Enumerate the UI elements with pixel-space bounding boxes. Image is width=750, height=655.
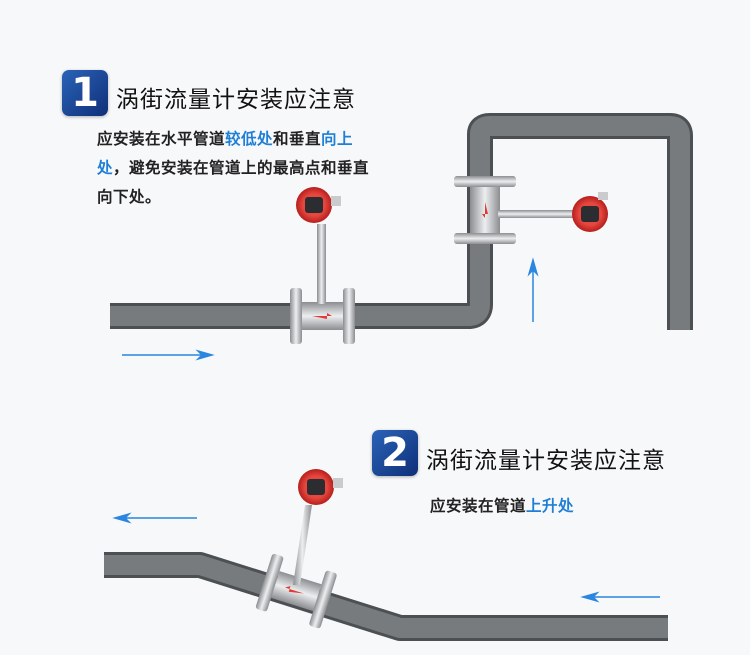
highlight-lower-point: 较低处 xyxy=(225,130,274,148)
flow-arrow-right xyxy=(122,349,215,361)
section-2-number-badge: 2 xyxy=(372,430,418,476)
text: ，避免安装在管道上的最高点和垂直向下处。 xyxy=(97,159,370,206)
flow-arrow-left-bottom xyxy=(580,591,660,603)
flowmeter-horizontal xyxy=(290,187,355,344)
flowmeter-vertical xyxy=(454,176,608,244)
flowmeter-incline xyxy=(255,553,337,629)
pipe-1 xyxy=(110,113,693,330)
text: 和垂直 xyxy=(273,130,322,148)
section-1-description: 应安装在水平管道较低处和垂直向上处，避免安装在管道上的最高点和垂直向下处。 xyxy=(97,125,372,212)
section-2-description: 应安装在管道上升处 xyxy=(430,492,574,521)
section-2-title: 涡街流量计安装应注意 xyxy=(426,448,666,474)
flow-arrow-left-top xyxy=(112,512,197,524)
section-1-number-badge: 1 xyxy=(62,70,108,116)
text: 应安装在管道 xyxy=(430,497,527,515)
text: 应安装在水平管道 xyxy=(97,130,226,148)
highlight-rising: 上升处 xyxy=(526,497,575,515)
flow-arrow-up xyxy=(527,257,539,322)
section-1-title: 涡街流量计安装应注意 xyxy=(116,87,356,113)
highlight-upward: 向上处 xyxy=(97,130,354,177)
flowmeter-incline-head xyxy=(293,469,343,585)
